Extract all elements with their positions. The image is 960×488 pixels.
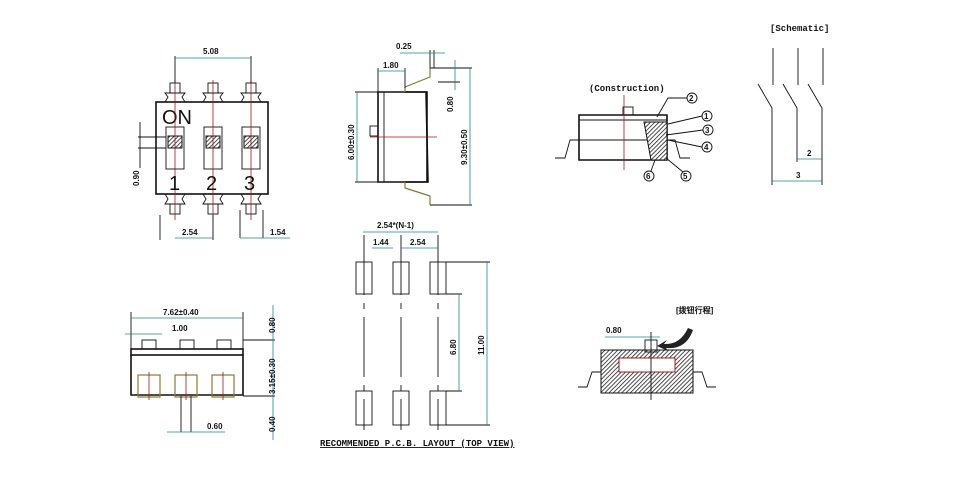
dim-11-00: 11.00 bbox=[477, 335, 486, 355]
pcb-layout: 2.54*(N-1) 1.44 2.54 6.80 11.00 RECOMMEN… bbox=[320, 221, 514, 449]
schematic: [Schematic] 2 3 bbox=[757, 24, 829, 185]
dim-9-30: 9.30±0.50 bbox=[460, 129, 469, 165]
dim-2-54: 2.54 bbox=[182, 228, 198, 237]
callout-3: 3 bbox=[705, 126, 710, 135]
dim-0-80-front: 0.80 bbox=[268, 317, 277, 333]
dim-3-15: 3.15±0.30 bbox=[268, 358, 277, 394]
dim-0-25: 0.25 bbox=[396, 42, 412, 51]
on-label: ON bbox=[162, 107, 192, 129]
callout-4: 4 bbox=[704, 143, 709, 152]
pcb-layout-title: RECOMMENDED P.C.B. LAYOUT (TOP VIEW) bbox=[320, 439, 514, 449]
dim-6-00: 6.00±0.30 bbox=[347, 124, 356, 160]
callout-5: 5 bbox=[683, 172, 688, 181]
callout-1: 1 bbox=[704, 112, 709, 121]
dim-0-90: 0.90 bbox=[132, 170, 141, 186]
dim-0-60: 0.60 bbox=[207, 422, 223, 431]
callout-2: 2 bbox=[689, 94, 694, 103]
construction-title: (Construction) bbox=[589, 84, 665, 94]
dim-2-54-pcb: 2.54 bbox=[410, 238, 426, 247]
dim-0-80-travel: 0.80 bbox=[606, 326, 622, 335]
dim-6-80: 6.80 bbox=[449, 339, 458, 355]
switch-number-2: 2 bbox=[206, 173, 217, 195]
dim-0-80-side: 0.80 bbox=[446, 96, 455, 112]
top-view: ON 1 2 3 5.08 0.90 2.54 1.54 bbox=[132, 47, 290, 240]
dim-1-54: 1.54 bbox=[270, 228, 286, 237]
side-view: 0.25 1.80 6.00±0.30 0.80 9.30±0.50 bbox=[347, 42, 472, 206]
dim-2-54-n-1: 2.54*(N-1) bbox=[377, 221, 414, 230]
switch-number-3: 3 bbox=[244, 173, 255, 195]
dim-1-44: 1.44 bbox=[373, 238, 389, 247]
callout-6: 6 bbox=[646, 172, 651, 181]
schematic-dim-2: 2 bbox=[807, 149, 812, 158]
travel-view: [拨钮行程] 0.80 bbox=[578, 305, 716, 400]
switch-number-1: 1 bbox=[169, 173, 180, 195]
schematic-title: [Schematic] bbox=[770, 24, 829, 34]
schematic-dim-3: 3 bbox=[796, 171, 801, 180]
dim-5-08: 5.08 bbox=[203, 47, 219, 56]
travel-title: [拨钮行程] bbox=[676, 305, 714, 315]
construction-view: (Construction) 2 1 3 4 5 6 bbox=[555, 84, 714, 182]
dim-1-00: 1.00 bbox=[172, 324, 188, 333]
dim-7-62: 7.62±0.40 bbox=[163, 308, 199, 317]
dim-0-40: 0.40 bbox=[268, 416, 277, 432]
front-view: 7.62±0.40 1.00 0.80 3.15±0.30 0.40 0.60 bbox=[125, 305, 277, 440]
callouts bbox=[643, 92, 714, 182]
dim-1-80: 1.80 bbox=[383, 61, 399, 70]
